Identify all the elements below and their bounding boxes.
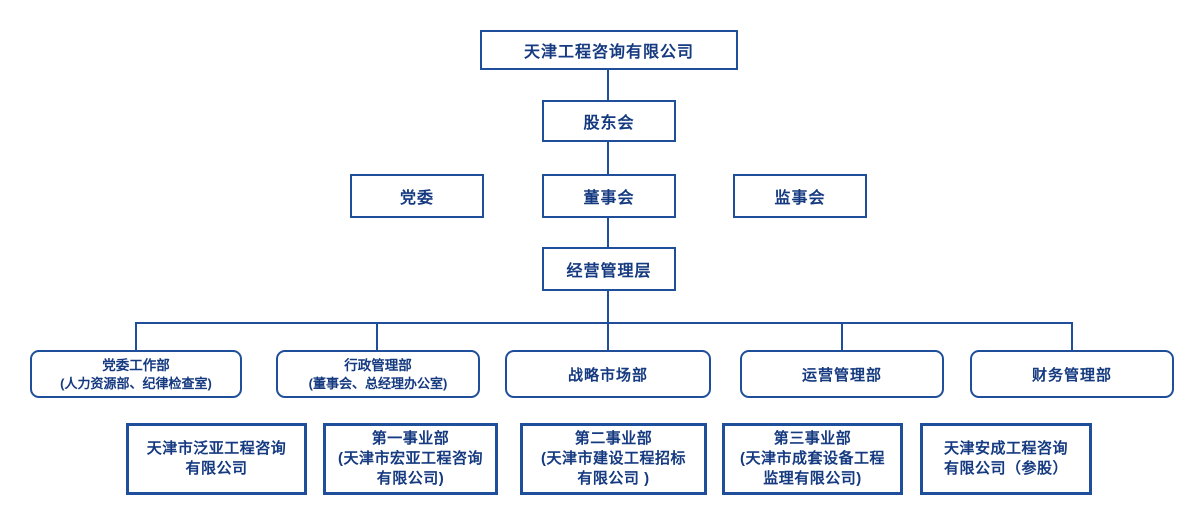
connector-stub-dept-strategy <box>607 322 609 350</box>
node-root: 天津工程咨询有限公司 <box>480 30 738 70</box>
node-dept-party-work: 党委工作部 (人力资源部、纪律检查室) <box>30 350 242 398</box>
node-sublabel: 有限公司) <box>376 470 445 487</box>
node-board-of-directors: 董事会 <box>542 174 676 218</box>
connector-shareholders-board <box>607 142 609 174</box>
node-sublabel: 监理有限公司) <box>763 470 862 487</box>
node-label: 经营管理层 <box>566 263 652 280</box>
connector-stub-dept-admin <box>376 322 378 350</box>
connector-stub-dept-operations <box>841 322 843 350</box>
node-sub-division-3: 第三事业部 (天津市成套设备工程 监理有限公司) <box>722 423 903 495</box>
node-label: 党委工作部 <box>102 357 170 373</box>
node-sublabel: (董事会、总经理办公室) <box>308 375 448 391</box>
node-sublabel: 有限公司 ) <box>577 470 650 487</box>
connector-root-shareholders <box>607 70 609 100</box>
node-label: 董事会 <box>583 190 635 207</box>
connector-board-management <box>607 218 609 247</box>
node-label: 股东会 <box>583 115 635 132</box>
node-label: 党委 <box>399 190 434 207</box>
node-label: 第一事业部 <box>371 430 450 447</box>
connector-stub-dept-party-work <box>135 322 137 350</box>
node-sublabel: (天津市成套设备工程 <box>740 450 885 467</box>
node-label: 天津市泛亚工程咨询 <box>146 440 287 457</box>
connector-stub-dept-finance <box>1071 322 1073 350</box>
node-label: 财务管理部 <box>1031 366 1112 384</box>
node-dept-administration: 行政管理部 (董事会、总经理办公室) <box>276 350 480 398</box>
node-label: 运营管理部 <box>801 366 882 384</box>
node-label: 第三事业部 <box>773 430 852 447</box>
node-sub-fanya-consulting: 天津市泛亚工程咨询 有限公司 <box>126 423 307 495</box>
node-label: 第二事业部 <box>574 430 653 447</box>
node-label: 行政管理部 <box>344 357 412 373</box>
connector-departments-bus <box>135 322 1073 324</box>
node-sublabel: 有限公司 <box>185 460 248 477</box>
node-sublabel: (天津市建设工程招标 <box>541 450 686 467</box>
connector-management-bus <box>607 291 609 322</box>
node-party-committee: 党委 <box>350 174 484 218</box>
node-dept-finance: 财务管理部 <box>970 350 1174 398</box>
node-sublabel: (人力资源部、纪律检查室) <box>60 375 212 391</box>
node-supervisory-board: 监事会 <box>733 174 867 218</box>
node-label: 战略市场部 <box>567 366 648 384</box>
node-dept-strategy-market: 战略市场部 <box>505 350 711 398</box>
node-sub-division-1: 第一事业部 (天津市宏亚工程咨询 有限公司) <box>323 423 498 495</box>
node-dept-operations: 运营管理部 <box>740 350 944 398</box>
node-sublabel: (天津市宏亚工程咨询 <box>338 450 483 467</box>
node-sub-ancheng-consulting: 天津安成工程咨询 有限公司（参股） <box>920 423 1092 495</box>
node-label: 监事会 <box>774 190 826 207</box>
node-sub-division-2: 第二事业部 (天津市建设工程招标 有限公司 ) <box>520 423 707 495</box>
node-label: 天津安成工程咨询 <box>943 440 1068 457</box>
node-management-layer: 经营管理层 <box>542 247 676 291</box>
node-label: 天津工程咨询有限公司 <box>523 44 694 61</box>
node-shareholders: 股东会 <box>542 100 676 142</box>
node-sublabel: 有限公司（参股） <box>943 460 1068 477</box>
